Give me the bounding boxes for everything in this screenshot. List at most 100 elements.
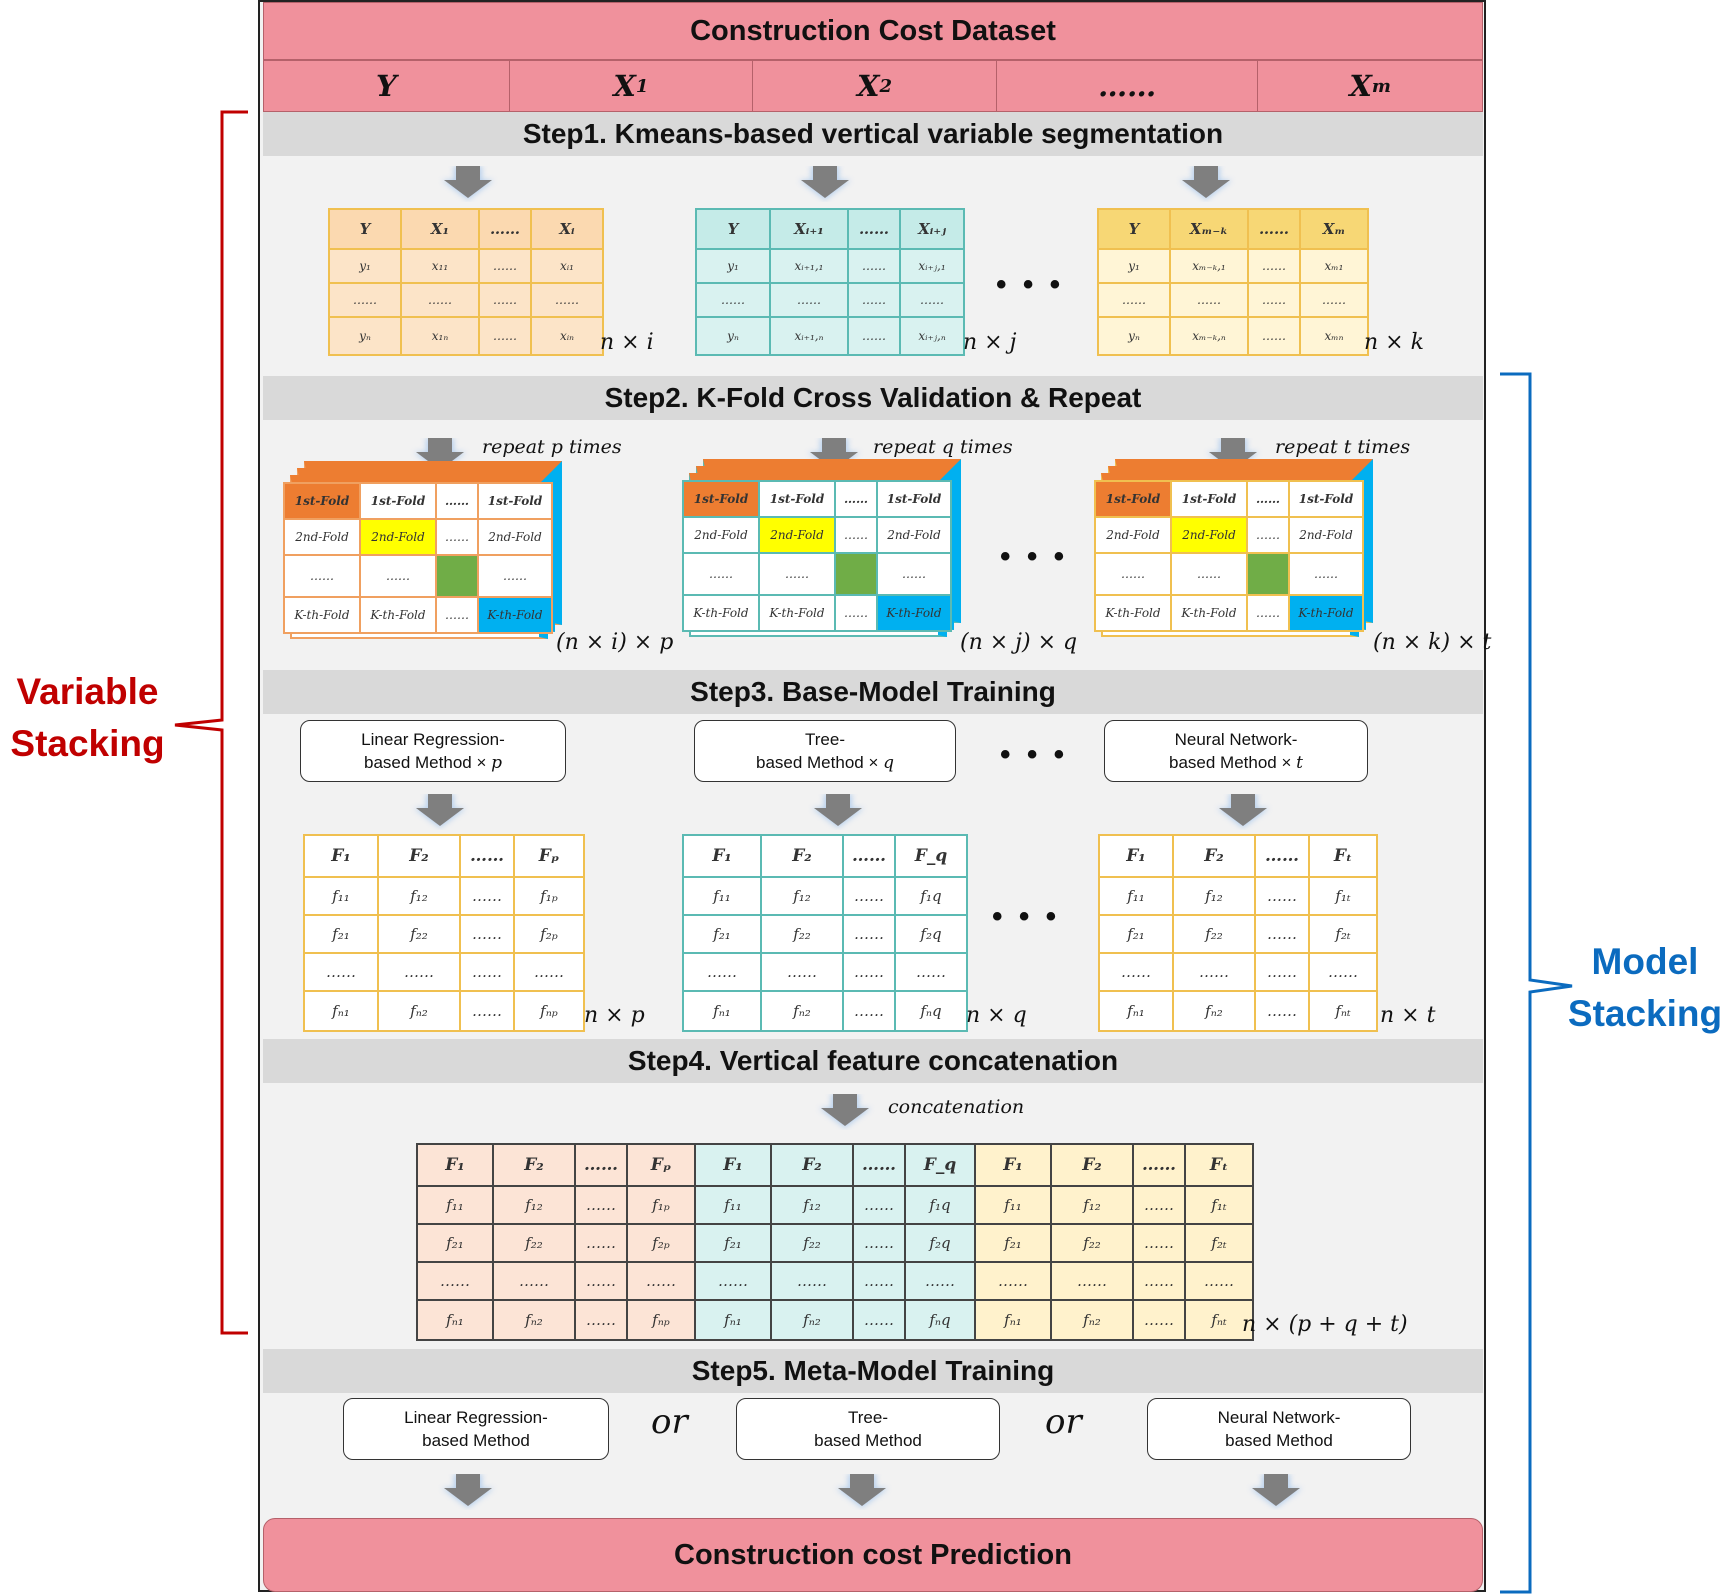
table-cell: f₁₁ <box>416 1185 494 1225</box>
table-header-cell: Xᵢ <box>530 208 604 250</box>
table-cell: f₂₁ <box>1098 914 1174 954</box>
table-cell: fₙ₁ <box>416 1299 494 1341</box>
table-cell: …… <box>459 990 515 1032</box>
table-cell: 2nd-Fold <box>876 516 952 554</box>
table-header-cell: 1st-Fold <box>477 482 553 520</box>
table-cell: …… <box>899 282 965 318</box>
table-header-cell: Y <box>328 208 402 250</box>
table-header-cell: 1st-Fold <box>876 480 952 518</box>
method-line1: Tree- <box>805 729 845 749</box>
table-cell: fₙ₂ <box>377 990 461 1032</box>
method-line1: Neural Network- <box>1217 1408 1341 1427</box>
table-cell: …… <box>1169 282 1249 318</box>
or-label-1: or <box>651 1402 688 1442</box>
table-cell: …… <box>1254 952 1310 992</box>
table-header-cell: Fₚ <box>513 834 585 878</box>
table-cell: …… <box>626 1261 696 1301</box>
table-cell: …… <box>1247 316 1301 356</box>
table-cell: f₁₂ <box>1050 1185 1134 1225</box>
table-cell: 2nd-Fold <box>359 518 437 556</box>
step1-band: Step1. Kmeans-based vertical variable se… <box>263 112 1483 156</box>
table-cell: xᵢₙ <box>530 316 604 356</box>
table-cell: x₁₁ <box>400 248 480 284</box>
table-cell: …… <box>758 552 836 596</box>
table-cell: xₘ₁ <box>1299 248 1369 284</box>
method-var: t <box>1296 752 1303 773</box>
table-cell: xₘ₋ₖ,₁ <box>1169 248 1249 284</box>
table-cell: fₙ₂ <box>492 1299 576 1341</box>
meta-method-tree: Tree- based Method <box>736 1398 1000 1460</box>
method-line1: Linear Regression- <box>404 1408 548 1427</box>
column-subscript: 1 <box>635 75 649 97</box>
step5-band: Step5. Meta-Model Training <box>263 1349 1483 1393</box>
method-line2: based Method <box>422 1431 530 1450</box>
table-header-cell: Xᵢ₊ⱼ <box>899 208 965 250</box>
table-cell: …… <box>974 1261 1052 1301</box>
table-cell: fₙ₁ <box>303 990 379 1032</box>
table-cell: …… <box>852 1299 906 1341</box>
or-label-2: or <box>1045 1402 1082 1442</box>
table-cell: f₁q <box>904 1185 976 1225</box>
variable-stacking-bracket <box>174 110 248 1335</box>
method-line2: based Method <box>1225 1431 1333 1450</box>
table-cell: xᵢ₁ <box>530 248 604 284</box>
table-cell: …… <box>770 1261 854 1301</box>
table-cell: K-th-Fold <box>1288 594 1364 632</box>
table-row: …………………… <box>1098 952 1378 992</box>
table-cell: …… <box>834 516 878 554</box>
table-cell: f₁ₚ <box>513 876 585 916</box>
table-cell: 2nd-Fold <box>1094 516 1172 554</box>
table-cell: K-th-Fold <box>876 594 952 632</box>
table-cell: …… <box>1184 1261 1254 1301</box>
table-cell: f₁ₜ <box>1184 1185 1254 1225</box>
table-header-cell: F₁ <box>694 1143 772 1187</box>
table-header-cell: …… <box>1132 1143 1186 1187</box>
method-line2: based Method × <box>363 752 487 772</box>
table-header-cell: 1st-Fold <box>1094 480 1172 518</box>
table-cell: xₘₙ <box>1299 316 1369 356</box>
table-cell: K-th-Fold <box>1094 594 1172 632</box>
table-cell: f₁₁ <box>682 876 762 916</box>
table-cell: yₙ <box>695 316 771 356</box>
table-cell: …… <box>847 248 901 284</box>
table-cell: fₙq <box>894 990 968 1032</box>
table-header-cell: …… <box>1247 208 1301 250</box>
table-cell: …… <box>1299 282 1369 318</box>
feature-dim-3: n × t <box>1380 1003 1436 1028</box>
table-cell: f₂ₜ <box>1184 1223 1254 1263</box>
dataset-column-header: …… <box>997 61 1259 111</box>
method-line2: based Method × <box>755 752 879 772</box>
table-cell: fₙ₁ <box>682 990 762 1032</box>
table-cell: …… <box>400 282 480 318</box>
table-header-cell: Fₚ <box>626 1143 696 1187</box>
ellipsis-step3-methods: • • • <box>1000 738 1069 771</box>
table-row: ……………… <box>682 552 952 596</box>
table-header-cell: F₂ <box>1050 1143 1134 1187</box>
method-line2: based Method × <box>1169 752 1292 772</box>
table-cell: …… <box>852 1223 906 1263</box>
table-cell: xᵢ₊₁,₁ <box>769 248 849 284</box>
repeat-note-t: repeat t times <box>1275 436 1411 458</box>
table-cell: fₙ₂ <box>1050 1299 1134 1341</box>
table-cell: f₁₁ <box>694 1185 772 1225</box>
method-var: p <box>491 752 503 773</box>
prediction-box: Construction cost Prediction <box>263 1518 1483 1592</box>
table-header-cell: 1st-Fold <box>682 480 760 518</box>
table-cell: f₁ₚ <box>626 1185 696 1225</box>
concat-dim: n × (p + q + t) <box>1242 1312 1408 1337</box>
table-cell: y₁ <box>1097 248 1171 284</box>
segment-dim-3: n × k <box>1364 330 1424 355</box>
